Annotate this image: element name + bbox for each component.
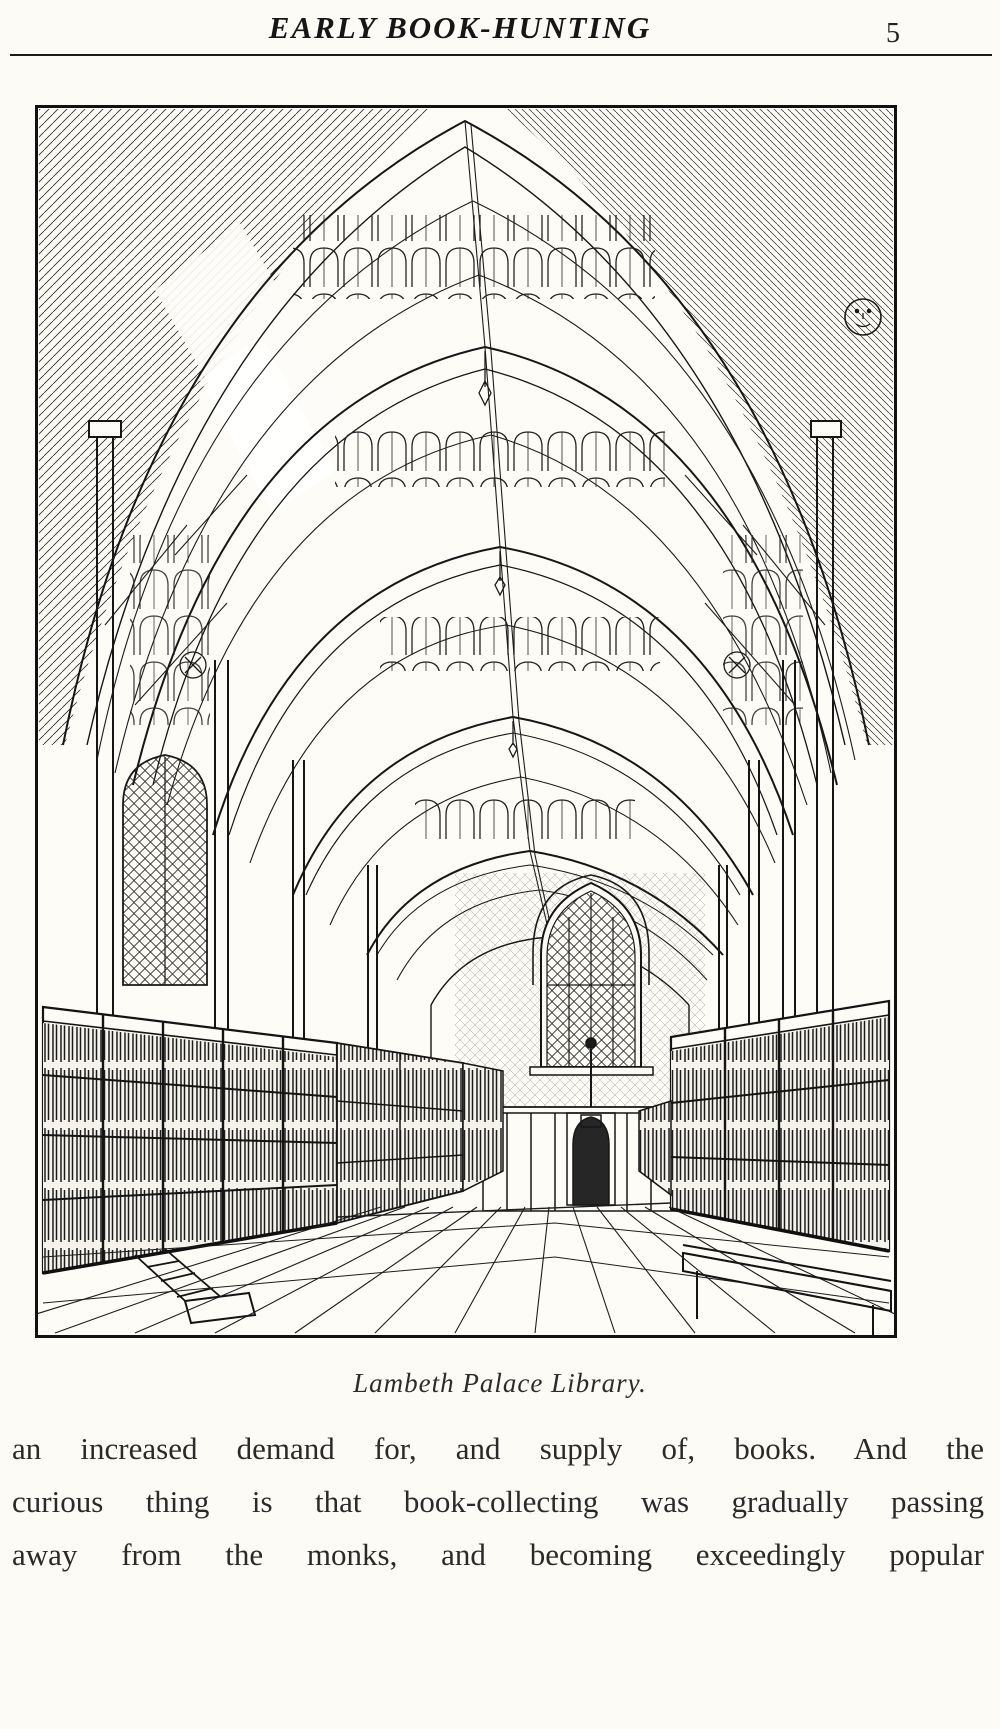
body-line-3: away from the monks, and becoming exceed… [12, 1537, 984, 1572]
roof-tracery [130, 215, 803, 839]
body-paragraph: an increased demand for, and supply of, … [12, 1422, 984, 1581]
roof-shading [39, 109, 893, 745]
wall-posts [88, 420, 842, 1115]
left-bookcases [41, 1005, 504, 1275]
left-window [122, 754, 208, 986]
engraving-lambeth-palace-library [0, 105, 936, 1338]
right-bookcases [638, 999, 891, 1253]
back-wall [455, 873, 705, 1109]
chapter-title: EARLY BOOK-HUNTING [268, 10, 652, 45]
body-line-2: curious thing is that book-collecting wa… [12, 1484, 984, 1519]
body-line-1: an increased demand for, and supply of, … [12, 1431, 984, 1466]
running-header: EARLY BOOK-HUNTING 5 [0, 10, 1000, 52]
page-number: 5 [886, 18, 900, 49]
roof-ornaments [179, 298, 882, 759]
illustration-figure [0, 105, 936, 1338]
figure-caption: Lambeth Palace Library. [353, 1368, 647, 1398]
header-rule [10, 54, 992, 56]
floorboards [0, 1202, 936, 1334]
